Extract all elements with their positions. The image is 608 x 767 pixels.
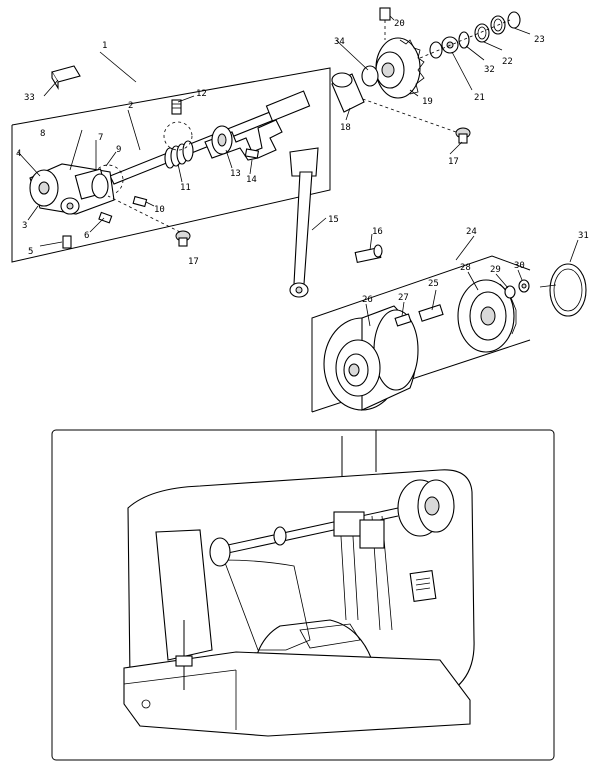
ring-34 bbox=[361, 65, 379, 87]
ring-31 bbox=[539, 263, 587, 317]
label-9: 9 bbox=[116, 145, 121, 155]
block-33 bbox=[51, 65, 81, 90]
label-23: 23 bbox=[534, 35, 545, 45]
label-2: 2 bbox=[128, 101, 133, 111]
pin-16 bbox=[354, 244, 383, 264]
label-15: 15 bbox=[328, 215, 339, 225]
label-32: 32 bbox=[484, 65, 495, 75]
screw-6 bbox=[98, 211, 113, 224]
label-21: 21 bbox=[474, 93, 485, 103]
label-28: 28 bbox=[460, 263, 471, 273]
take-up-crank bbox=[29, 163, 115, 215]
label-20: 20 bbox=[394, 19, 405, 29]
label-34: 34 bbox=[334, 37, 345, 47]
label-14: 14 bbox=[246, 175, 257, 185]
handwheel-26 bbox=[323, 305, 419, 411]
label-19: 19 bbox=[422, 97, 433, 107]
part-27 bbox=[394, 313, 412, 327]
label-5: 5 bbox=[28, 247, 33, 257]
bushing-18 bbox=[331, 72, 365, 113]
label-17-left: 17 bbox=[188, 257, 199, 267]
gear-19 bbox=[375, 37, 425, 99]
label-31: 31 bbox=[578, 231, 589, 241]
label-25: 25 bbox=[428, 279, 439, 289]
screw-17-right bbox=[455, 127, 471, 144]
label-26: 26 bbox=[362, 295, 373, 305]
label-12: 12 bbox=[196, 89, 207, 99]
label-8: 8 bbox=[40, 129, 45, 139]
label-22: 22 bbox=[502, 57, 513, 67]
main-shaft bbox=[92, 90, 311, 196]
label-17-right: 17 bbox=[448, 157, 459, 167]
label-11: 11 bbox=[180, 183, 191, 193]
label-3: 3 bbox=[22, 221, 27, 231]
label-16: 16 bbox=[372, 227, 383, 237]
callout-labels: 1 2 3 4 5 6 7 8 9 10 11 12 13 14 15 16 1… bbox=[16, 19, 589, 305]
screw-5 bbox=[62, 235, 72, 249]
washer-32 bbox=[458, 31, 470, 49]
screw-30 bbox=[518, 279, 530, 293]
overview-frame bbox=[51, 429, 555, 761]
label-1: 1 bbox=[102, 41, 107, 51]
screw-20 bbox=[379, 7, 391, 40]
washer-29 bbox=[504, 285, 516, 299]
label-18: 18 bbox=[340, 123, 351, 133]
label-33: 33 bbox=[24, 93, 35, 103]
bushing-21 bbox=[429, 36, 459, 59]
label-13: 13 bbox=[230, 169, 241, 179]
label-4: 4 bbox=[16, 149, 21, 159]
screw-17-left bbox=[175, 230, 191, 247]
label-24: 24 bbox=[466, 227, 477, 237]
sewing-machine-overview bbox=[123, 430, 475, 737]
part-25 bbox=[418, 304, 444, 322]
label-27: 27 bbox=[398, 293, 409, 303]
connecting-rod-15 bbox=[289, 147, 319, 298]
clutch-28 bbox=[457, 279, 517, 353]
screw-14 bbox=[244, 148, 260, 159]
screw-10 bbox=[132, 195, 148, 208]
label-7: 7 bbox=[98, 133, 103, 143]
screw-12 bbox=[171, 99, 182, 115]
washer-23 bbox=[490, 11, 521, 35]
washer-22 bbox=[474, 23, 490, 43]
leader-lines bbox=[17, 15, 579, 327]
assembly-bracket-1 bbox=[11, 67, 331, 263]
label-29: 29 bbox=[490, 265, 501, 275]
label-30: 30 bbox=[514, 261, 525, 271]
label-6: 6 bbox=[84, 231, 89, 241]
label-10: 10 bbox=[154, 205, 165, 215]
